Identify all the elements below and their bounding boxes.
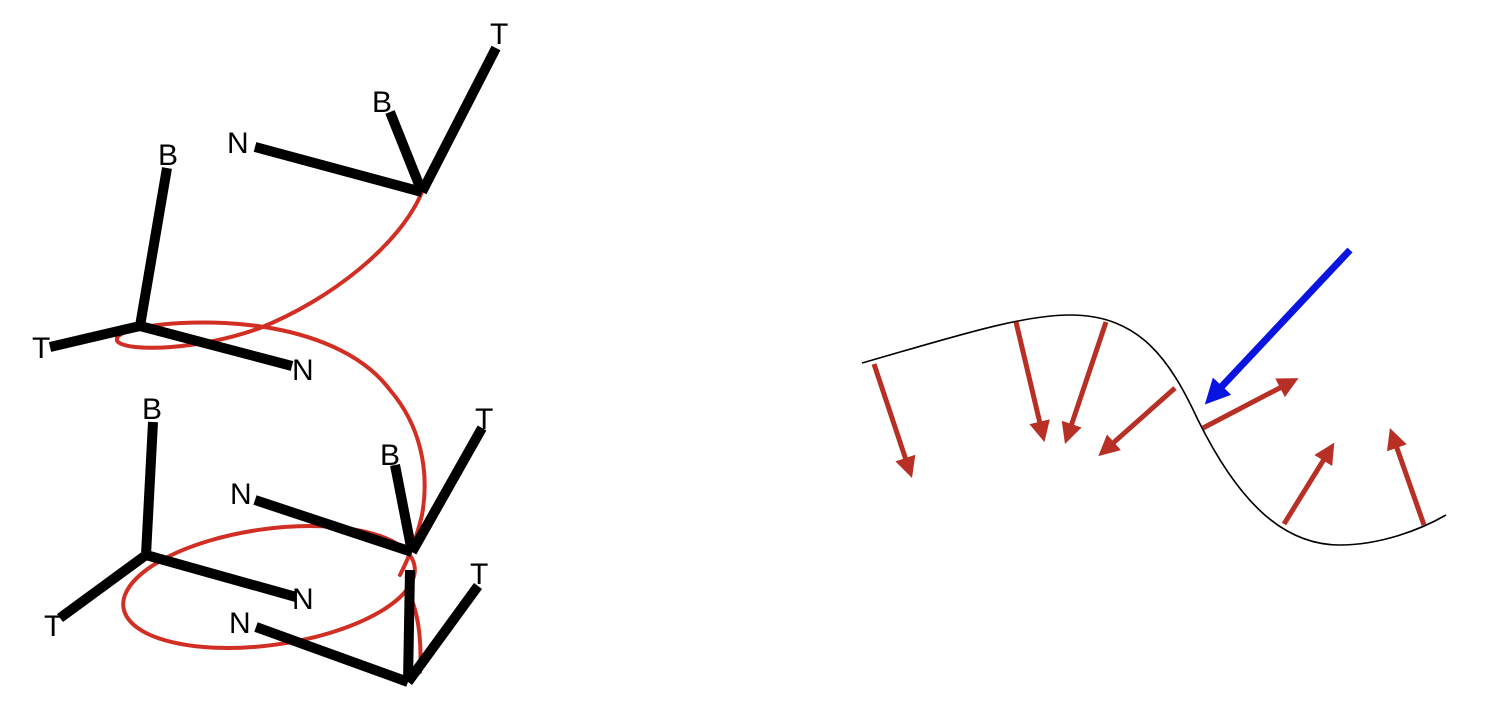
- frame-axes: [48, 45, 501, 687]
- normal-arrow-7: [1386, 428, 1427, 526]
- frame-lower-middle-normal-label: N: [230, 478, 252, 511]
- wave-curve: [861, 314, 1447, 546]
- frame-bottom-vertical-axis: [403, 569, 415, 683]
- frame-lower-left-normal-axis: [144, 550, 298, 602]
- helix-curve-upper-arc: [114, 190, 427, 577]
- frame-upper-left-binormal-axis: [135, 167, 172, 327]
- frame-bottom-normal-label: N: [229, 607, 251, 640]
- frame-top-right-binormal-axis: [385, 110, 427, 194]
- helix-curve: [114, 190, 427, 674]
- normal-arrow-6: [1281, 442, 1335, 526]
- normal-arrow-2: [1013, 321, 1050, 443]
- frame-lower-middle-normal-axis: [253, 495, 414, 557]
- normal-arrow-1: [871, 363, 916, 478]
- frame-lower-left-tangent-label: T: [44, 610, 62, 643]
- frame-lower-left-binormal-axis: [141, 421, 158, 556]
- frame-top-right-normal-axis: [253, 142, 424, 197]
- normal-arrows: [871, 321, 1427, 526]
- frame-upper-left-normal-axis: [138, 321, 294, 371]
- frame-bottom-tangent-label: T: [470, 558, 488, 591]
- blue-indicator-arrow: [1204, 247, 1353, 405]
- frame-top-right-tangent-axis: [417, 45, 501, 195]
- frame-top-right-normal-label: N: [227, 127, 249, 160]
- frame-lower-middle-tangent-label: T: [475, 403, 493, 436]
- frame-lower-left-tangent-axis: [57, 550, 149, 623]
- normal-arrow-5: [1201, 378, 1299, 431]
- frame-lower-left-normal-label: N: [292, 583, 314, 616]
- frame-upper-left-normal-label: N: [292, 354, 314, 387]
- frame-bottom-normal-axis: [254, 622, 410, 687]
- wave-diagram: [861, 247, 1447, 546]
- frame-lower-middle-binormal-axis: [390, 464, 417, 553]
- frame-upper-left-tangent-label: T: [32, 332, 50, 365]
- helix-diagram: T N B T N B T N B T N B T N: [32, 18, 508, 687]
- frame-top-right-tangent-label: T: [490, 18, 508, 51]
- frame-bottom-tangent-axis: [403, 583, 483, 685]
- frame-top-right-binormal-label: B: [372, 86, 392, 119]
- normal-arrow-3: [1061, 321, 1109, 444]
- frame-lower-middle-binormal-label: B: [380, 439, 400, 472]
- frame-upper-left-tangent-axis: [48, 321, 142, 352]
- helix-curve-lower-loop: [121, 524, 417, 650]
- frame-upper-left-binormal-label: B: [158, 139, 178, 172]
- normal-arrow-4: [1098, 386, 1177, 457]
- frame-labels: T N B T N B T N B T N B T N: [32, 18, 508, 643]
- frame-lower-middle-tangent-axis: [407, 425, 487, 555]
- frame-lower-left-binormal-label: B: [142, 393, 162, 426]
